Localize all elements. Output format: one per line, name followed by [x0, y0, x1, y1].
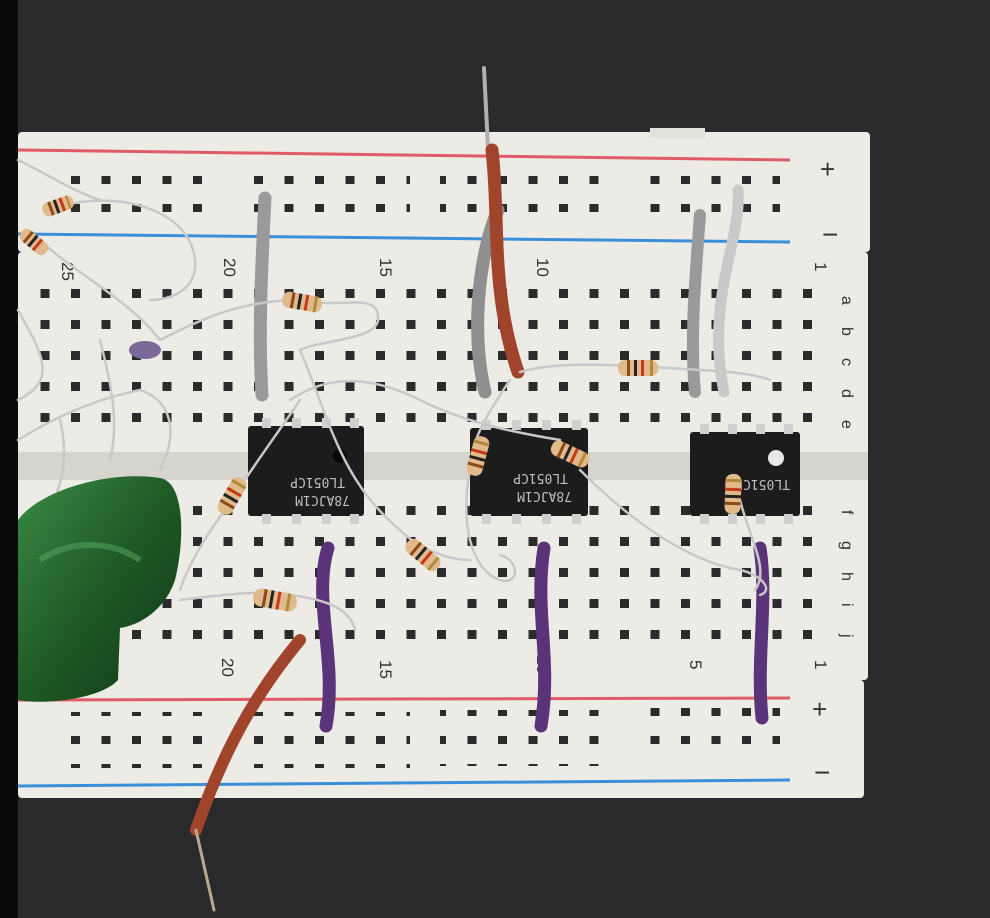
- small-component: [129, 341, 161, 359]
- row-letter-c: c: [838, 358, 855, 366]
- bottom-blue-line: [17, 778, 791, 788]
- chip-2-marking-1: 78AJC1M: [517, 488, 572, 503]
- row-letter-j: j: [838, 633, 855, 638]
- resistor-5: [466, 436, 490, 476]
- col-num-bottom-20: 20: [218, 658, 237, 677]
- bottom-red-line: [17, 696, 791, 702]
- resistor-2: [19, 228, 49, 256]
- resistor-4: [618, 360, 658, 376]
- bottom-plus-sign: +: [812, 694, 827, 724]
- bottom-power-rail: + −: [17, 680, 864, 798]
- row-letter-b: b: [838, 327, 855, 336]
- purple-wires: [316, 541, 770, 733]
- col-num-bottom-5: 5: [686, 660, 705, 669]
- col-num-top-10: 10: [533, 258, 552, 277]
- row-letter-a: a: [838, 296, 855, 305]
- ic-chip-3: TL051CP: [690, 424, 800, 524]
- chip-1-marking-2: TL051CP: [290, 474, 345, 489]
- resistor-3: [282, 291, 322, 313]
- green-capacitor: [18, 476, 182, 702]
- row-letter-f: f: [838, 510, 855, 515]
- bottom-minus-sign: −: [814, 757, 830, 788]
- col-num-top-25: 25: [58, 262, 77, 281]
- resistor-group: [19, 195, 742, 612]
- row-letter-g: g: [838, 541, 855, 550]
- top-blue-line: [17, 232, 791, 244]
- chip-3-marking-2: TL051CP: [735, 476, 790, 491]
- col-num-bottom-15: 15: [376, 660, 395, 679]
- row-letter-d: d: [838, 389, 855, 398]
- col-num-top-15: 15: [376, 258, 395, 277]
- row-letter-i: i: [838, 603, 855, 607]
- resistor-6: [550, 440, 590, 468]
- col-num-top-1: 1: [811, 262, 830, 271]
- resistor-9: [405, 538, 441, 572]
- top-power-rail: + −: [17, 128, 870, 252]
- resistor-1: [42, 195, 74, 217]
- top-plus-sign: +: [820, 154, 835, 184]
- top-minus-sign: −: [822, 219, 838, 250]
- chip-2-marking-2: TL051CP: [513, 470, 568, 485]
- col-num-bottom-1: 1: [811, 660, 830, 669]
- row-letter-h: h: [838, 572, 855, 581]
- top-red-line: [17, 148, 791, 162]
- resistor-7: [217, 477, 247, 515]
- chip-1-marking-1: 78AJC1M: [295, 492, 350, 507]
- resistor-10: [253, 588, 297, 612]
- lead-wires: [16, 158, 772, 632]
- gray-wires: [253, 184, 744, 402]
- col-num-top-20: 20: [220, 258, 239, 277]
- row-letter-e: e: [838, 420, 855, 429]
- ic-chip-1: 78AJC1M TL051CP: [248, 418, 364, 524]
- left-border: [0, 0, 18, 918]
- resistor-8: [724, 473, 742, 515]
- brown-wires: [190, 66, 525, 912]
